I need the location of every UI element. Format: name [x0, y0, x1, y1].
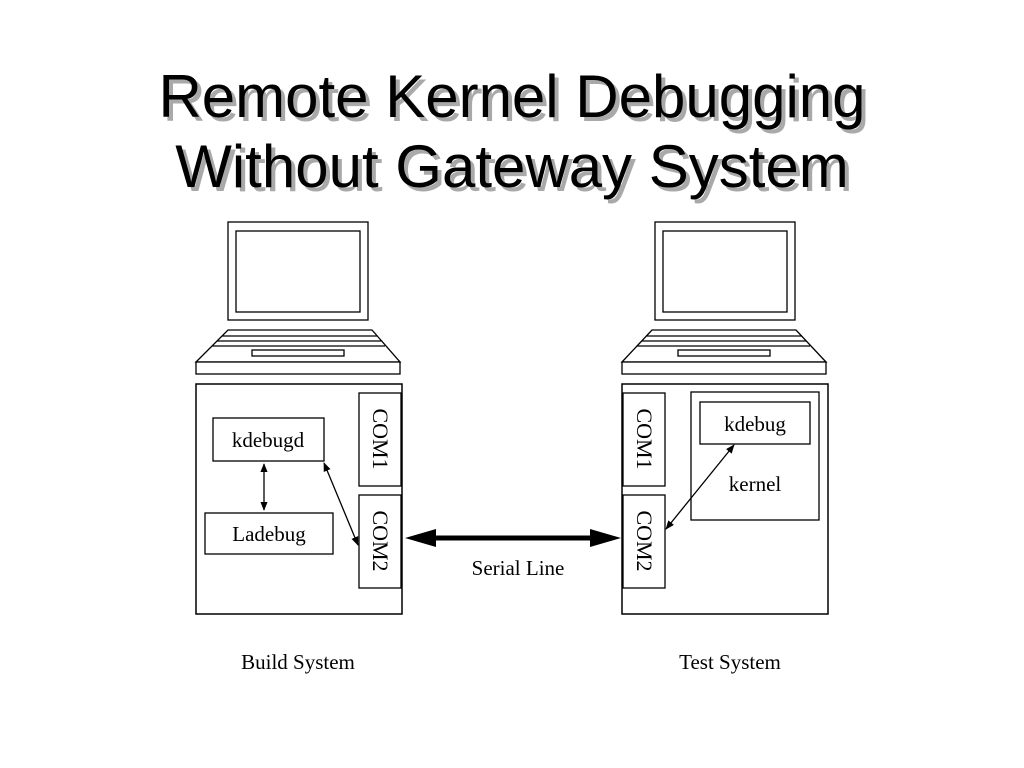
build-com1-port: COM1: [358, 392, 402, 487]
test-kdebug-label: kdebug: [724, 412, 786, 436]
title-line-2: Without Gateway System: [175, 133, 849, 200]
test-com1-port: COM1: [622, 392, 666, 487]
test-laptop-icon: [620, 221, 828, 375]
build-laptop-icon: [194, 221, 402, 375]
build-com2-port: COM2: [358, 494, 402, 589]
test-kdebug-box: kdebug: [699, 401, 811, 445]
build-com1-label: COM1: [368, 408, 393, 469]
kdebugd-com2-arrow: [323, 462, 359, 546]
build-ladebug-box: Ladebug: [204, 512, 334, 555]
kdebug-com2-arrow: [665, 444, 735, 530]
test-com1-label: COM1: [632, 408, 657, 469]
title-line-1: Remote Kernel Debugging: [158, 63, 866, 130]
serial-line-arrow: [405, 529, 621, 547]
build-system-caption: Build System: [241, 650, 355, 674]
build-com2-label: COM2: [368, 510, 393, 571]
serial-line-label: Serial Line: [472, 556, 565, 580]
build-kdebugd-label: kdebugd: [232, 428, 305, 452]
build-ladebug-label: Ladebug: [232, 522, 306, 546]
test-com2-port: COM2: [622, 494, 666, 589]
test-com2-label: COM2: [632, 510, 657, 571]
test-system-caption: Test System: [679, 650, 781, 674]
build-kdebugd-box: kdebugd: [212, 417, 325, 462]
test-kernel-label: kernel: [729, 472, 782, 496]
slide-title: Remote Kernel Debugging Without Gateway …: [0, 62, 1024, 202]
